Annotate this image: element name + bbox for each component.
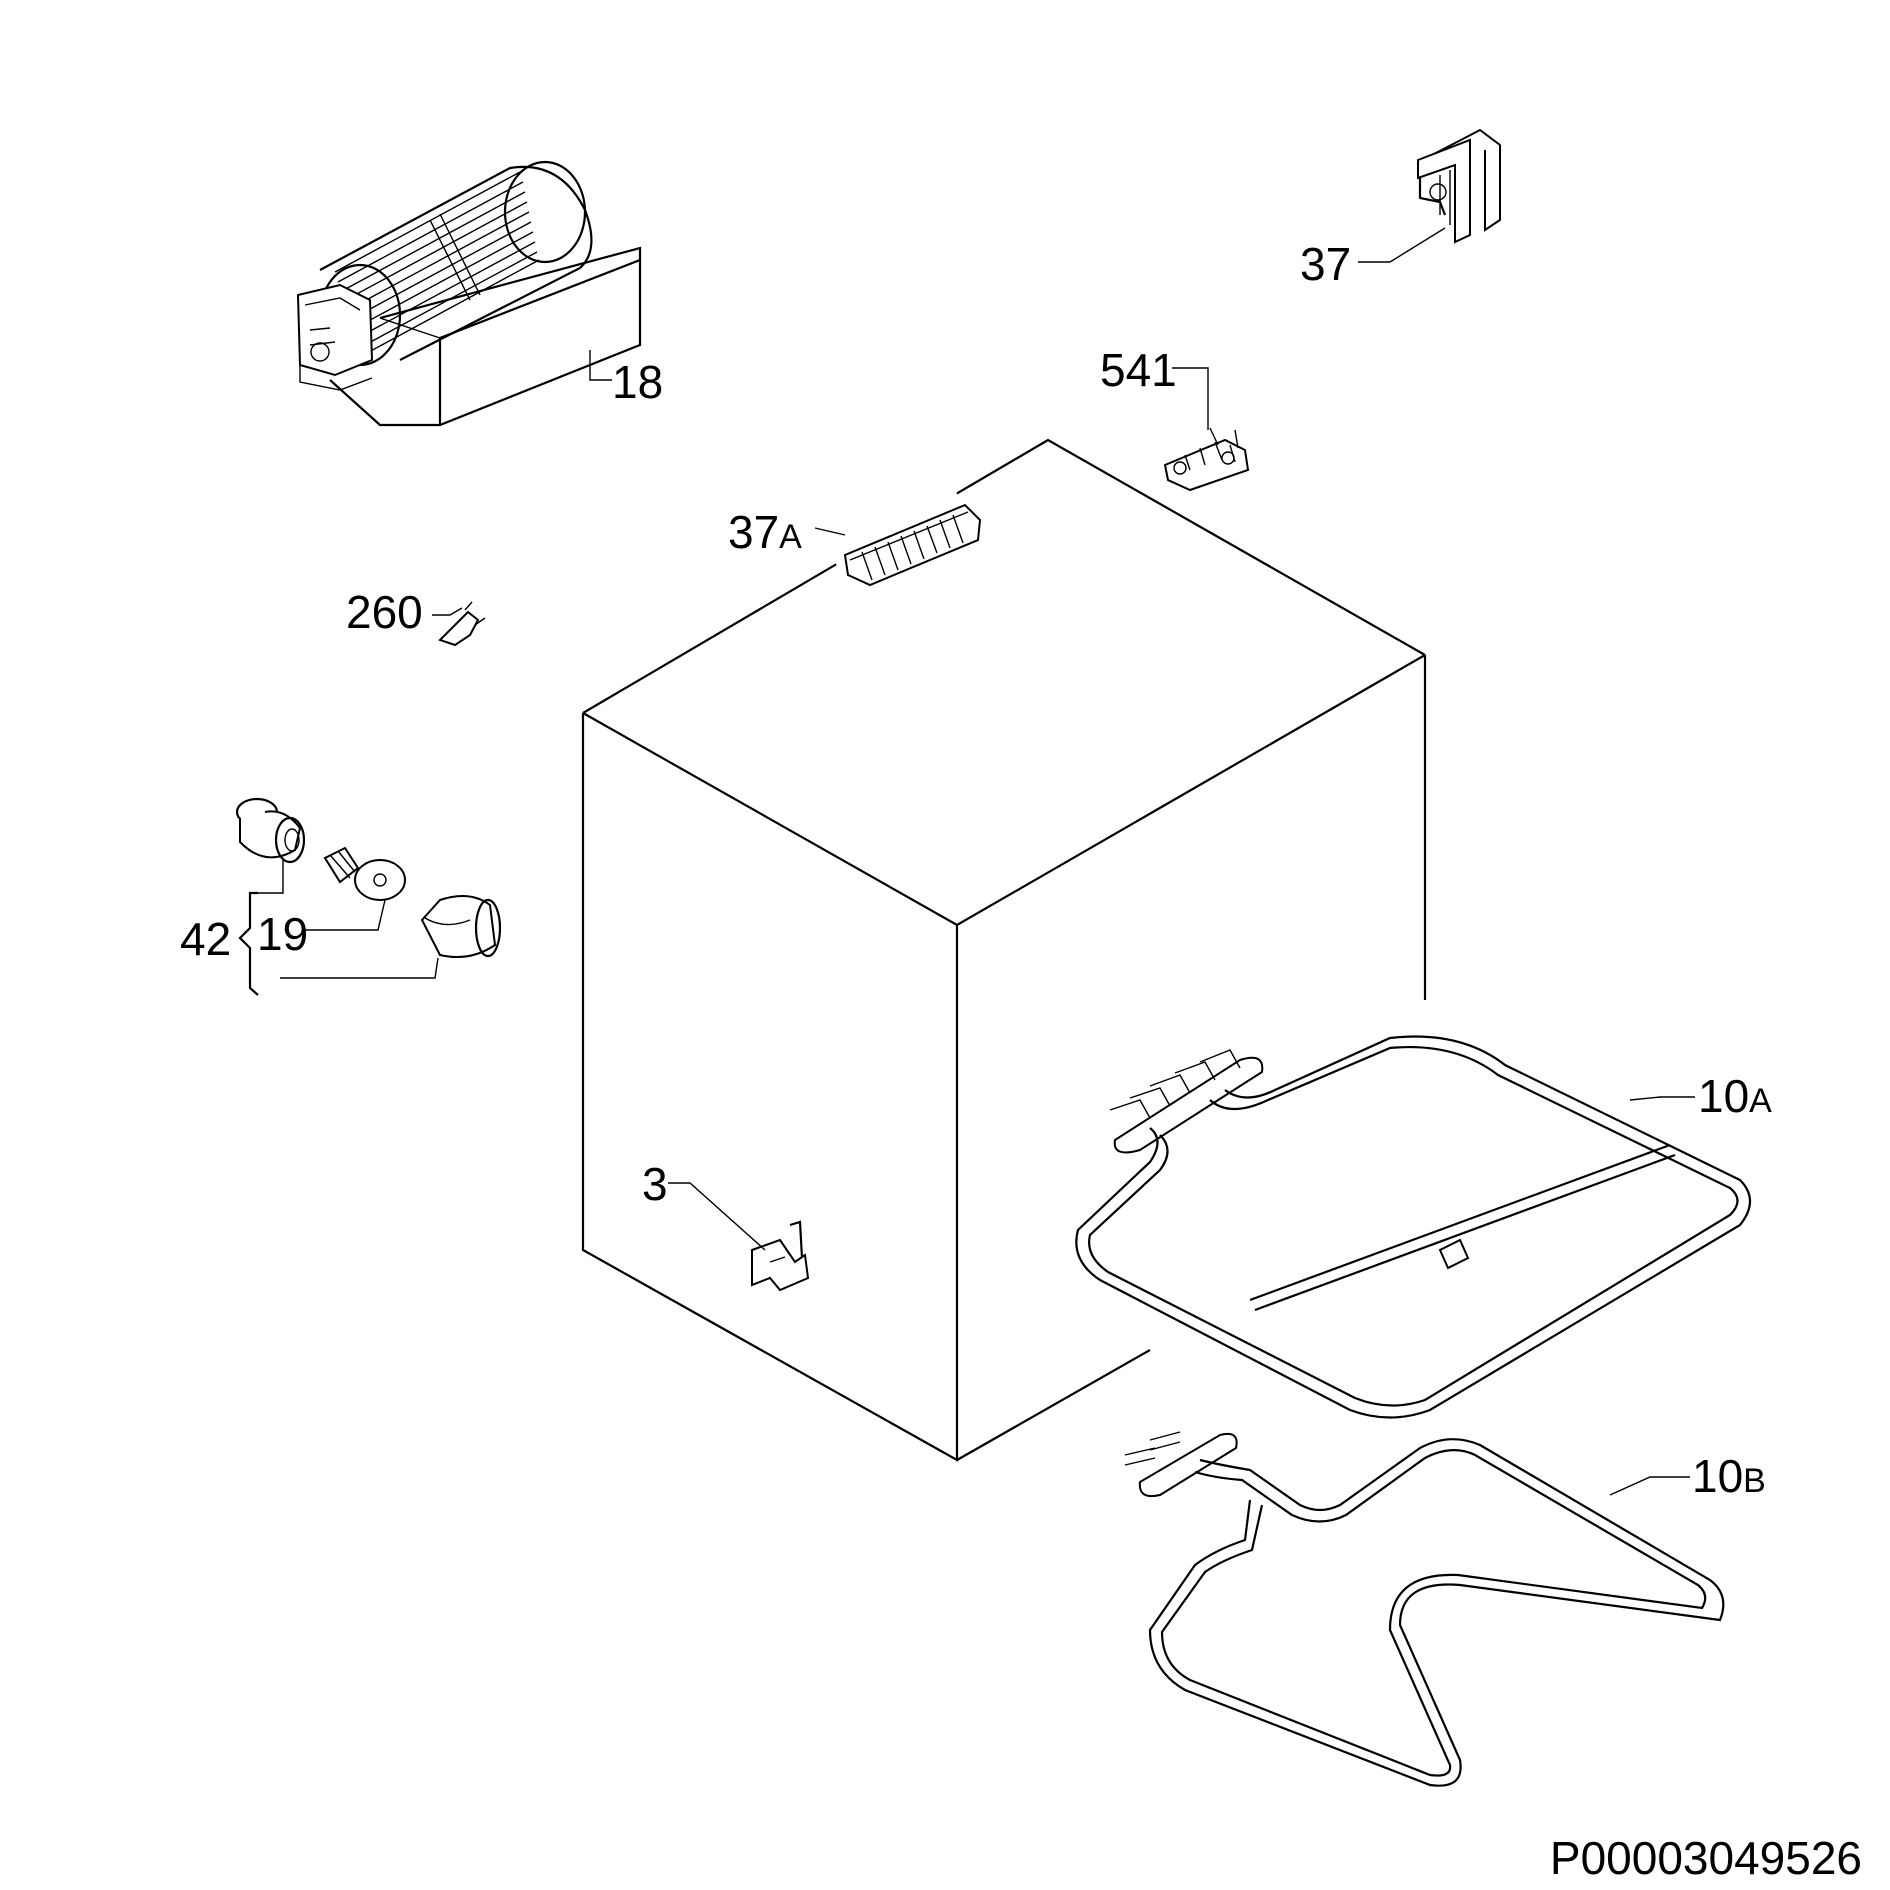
callout-37: 37 (1300, 238, 1351, 290)
callout-10b-suffix: B (1743, 1462, 1766, 1500)
lower-heating-element (1124, 1431, 1725, 1787)
callout-37a-number: 37 (728, 506, 779, 558)
oven-cavity-box (581, 438, 1427, 1462)
callout-260: 260 (346, 586, 423, 638)
document-code: P00003049526 (1550, 1832, 1862, 1884)
brace-42 (238, 891, 259, 996)
callout-18: 18 (612, 356, 663, 408)
callout-10b-number: 10 (1692, 1450, 1743, 1502)
callout-10a: 10A (1698, 1070, 1772, 1122)
fan-motor-assembly (296, 160, 642, 427)
callout-37a-suffix: A (779, 518, 802, 556)
leader-10a (1629, 1096, 1695, 1101)
clip-260-part (438, 601, 486, 647)
leader-lamp-cover (280, 957, 439, 979)
callout-42: 42 (180, 913, 231, 965)
bracket-3-part (751, 1220, 810, 1292)
upper-heating-element (1075, 1035, 1752, 1419)
leader-37 (1358, 227, 1446, 263)
leader-3 (668, 1182, 766, 1251)
callout-3: 3 (642, 1158, 668, 1210)
callout-37a: 37A (728, 506, 802, 558)
callout-541: 541 (1100, 344, 1177, 396)
lamp-cover-part (420, 895, 502, 958)
control-switch-part (1417, 128, 1501, 244)
switch-541-part (1163, 427, 1250, 492)
callout-10b: 10B (1692, 1450, 1766, 1502)
callout-10a-suffix: A (1749, 1082, 1772, 1120)
callout-10a-number: 10 (1698, 1070, 1749, 1122)
callout-19: 19 (257, 908, 308, 960)
leader-37a (814, 527, 846, 536)
leader-541 (1172, 367, 1209, 430)
lamp-holder-part (235, 797, 306, 864)
leader-10b (1609, 1476, 1690, 1496)
leader-18 (589, 350, 612, 381)
leader-19 (305, 899, 386, 931)
lamp-bulb-part (323, 846, 406, 901)
leader-260 (432, 607, 463, 616)
terminal-block-part (843, 503, 982, 587)
leader-lamp-holder (258, 860, 284, 894)
